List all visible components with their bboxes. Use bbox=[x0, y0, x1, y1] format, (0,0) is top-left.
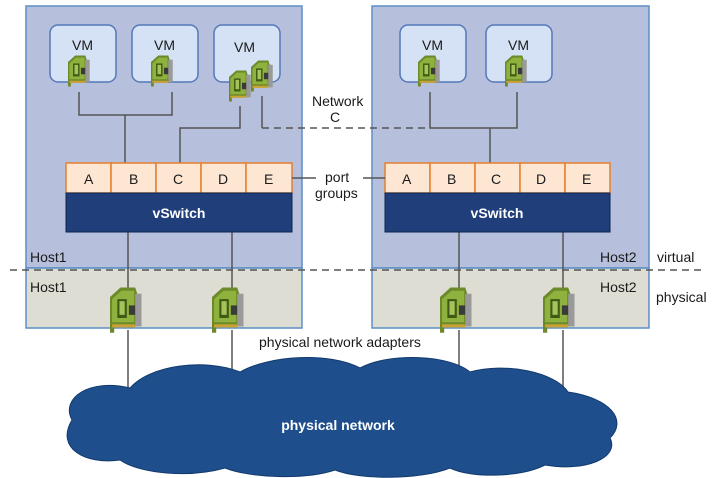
port-group-label: C bbox=[491, 171, 501, 187]
port-group-label: A bbox=[402, 171, 412, 187]
vm-label: VM bbox=[508, 37, 529, 53]
host1-physical-label: Host1 bbox=[30, 279, 67, 295]
port-group-label: B bbox=[129, 171, 138, 187]
vm-nic-icon bbox=[68, 55, 90, 87]
port-group-label: E bbox=[264, 171, 273, 187]
virtual-label: virtual bbox=[657, 249, 694, 265]
physical-nic-icon bbox=[212, 287, 244, 333]
host2-vswitch bbox=[384, 192, 611, 233]
physical-network-label: physical network bbox=[281, 417, 395, 433]
port-group-label: C bbox=[173, 171, 183, 187]
physical-nic-icon bbox=[110, 287, 142, 333]
vm-label: VM bbox=[72, 37, 93, 53]
vm-nic-icon bbox=[505, 55, 527, 87]
physical-nic-icon bbox=[543, 287, 575, 333]
physical-label: physical bbox=[656, 289, 707, 305]
vswitch-label: vSwitch bbox=[471, 205, 524, 221]
port-groups-label: groups bbox=[315, 185, 358, 201]
host2-port-groups bbox=[384, 162, 611, 194]
host1-physical-panel bbox=[25, 267, 303, 329]
host2-physical-label: Host2 bbox=[600, 279, 637, 295]
port-group-label: D bbox=[218, 171, 228, 187]
vm-nic-icon bbox=[229, 70, 251, 102]
vm-label: VM bbox=[154, 37, 175, 53]
network-c-label: C bbox=[330, 109, 340, 125]
port-group-label: E bbox=[582, 171, 591, 187]
physical-network-cloud bbox=[66, 356, 618, 478]
vm-nic-icon bbox=[418, 55, 440, 87]
physical-nic-icon bbox=[440, 287, 472, 333]
vm-label: VM bbox=[234, 39, 255, 55]
vswitch-label: vSwitch bbox=[153, 205, 206, 221]
host2-physical-panel bbox=[371, 267, 650, 329]
vm-nic-icon bbox=[251, 60, 273, 92]
port-group-label: B bbox=[447, 171, 456, 187]
host1-virtual-label: Host1 bbox=[30, 249, 67, 265]
port-groups-label: port bbox=[325, 169, 349, 185]
port-group-label: A bbox=[84, 171, 94, 187]
port-group-label: D bbox=[536, 171, 546, 187]
physical-adapters-label: physical network adapters bbox=[259, 334, 421, 350]
host1-vswitch bbox=[65, 192, 293, 233]
host2-virtual-label: Host2 bbox=[600, 249, 637, 265]
vm-nic-icon bbox=[151, 55, 173, 87]
vm-label: VM bbox=[422, 37, 443, 53]
network-c-label: Network bbox=[312, 93, 364, 109]
